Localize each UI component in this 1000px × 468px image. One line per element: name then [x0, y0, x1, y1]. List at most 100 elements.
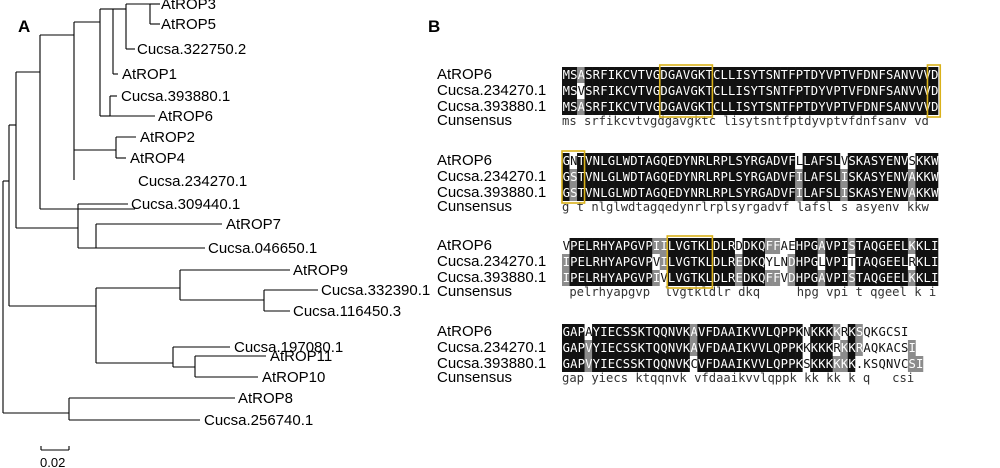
residue: T	[690, 271, 698, 285]
residue: G	[690, 68, 697, 82]
residue: V	[585, 357, 592, 371]
residue-cell	[877, 83, 886, 99]
residue-cell	[614, 340, 623, 356]
residue: D	[630, 154, 637, 168]
residue: I	[600, 341, 607, 355]
residue: A	[893, 68, 901, 82]
residue-cell	[734, 238, 743, 254]
residue-cell	[907, 254, 916, 270]
residue-cell	[667, 324, 676, 340]
residue-cell	[682, 254, 691, 270]
residue: K	[796, 325, 804, 339]
residue: C	[893, 341, 900, 355]
residue-cell	[607, 67, 615, 83]
residue: K	[848, 341, 856, 355]
residue-cell	[810, 99, 818, 115]
residue: Q	[758, 271, 765, 285]
residue: D	[811, 68, 818, 82]
residue: T	[856, 255, 864, 269]
residue: N	[893, 154, 900, 168]
residue: V	[841, 154, 848, 168]
residue-cell	[637, 83, 646, 99]
residue: V	[578, 84, 585, 98]
residue-cell	[562, 185, 570, 201]
residue-cell	[900, 185, 909, 201]
residue: S	[630, 325, 637, 339]
residue-cell	[787, 356, 796, 372]
residue-cell	[832, 169, 841, 185]
residue-cell	[885, 254, 894, 270]
residue: A	[570, 357, 578, 371]
residue-cell	[892, 83, 901, 99]
residue: A	[909, 186, 917, 200]
residue-cell	[915, 83, 924, 99]
residue-cell	[802, 324, 811, 340]
residue-cell	[892, 185, 901, 201]
residue-cell	[810, 270, 818, 286]
residue: C	[623, 100, 630, 114]
residue-cell	[607, 83, 615, 99]
residue: V	[781, 154, 788, 168]
residue: W	[931, 154, 939, 168]
residue: R	[698, 170, 706, 184]
sequence-alignment: AtROP6Cucsa.234270.1Cucsa.393880.1Cunsen…	[437, 64, 942, 386]
residue: K	[924, 170, 932, 184]
sequence-name: Cucsa.393880.1	[437, 355, 546, 372]
residue-cell	[780, 83, 788, 99]
residue-cell	[840, 83, 849, 99]
residue: R	[698, 186, 706, 200]
residue: A	[578, 68, 586, 82]
residue: Y	[818, 100, 826, 114]
residue: G	[630, 271, 637, 285]
residue-cell	[689, 340, 698, 356]
residue-cell	[682, 83, 691, 99]
residue-cell	[712, 185, 721, 201]
residue-cell	[577, 254, 585, 270]
residue-cell	[682, 99, 691, 115]
residue-cell	[704, 356, 713, 372]
residue-cell	[900, 324, 909, 340]
residue-cell	[614, 324, 623, 340]
residue-cell	[907, 99, 916, 115]
residue-cell	[847, 324, 856, 340]
residue-cell	[862, 238, 871, 254]
residue: T	[758, 100, 766, 114]
residue-cell	[825, 153, 834, 169]
residue: V	[683, 68, 690, 82]
residue-cell	[584, 238, 593, 254]
residue-cell	[855, 340, 864, 356]
residue: T	[856, 239, 864, 253]
residue-cell	[862, 270, 871, 286]
sequence-name: Cucsa.234270.1	[437, 339, 546, 356]
residue-cell	[704, 67, 713, 83]
residue: L	[705, 186, 712, 200]
residue-cell	[629, 153, 638, 169]
leaf-label: AtROP11	[270, 348, 332, 365]
residue: P	[645, 271, 652, 285]
residue-cell	[907, 356, 916, 372]
residue-cell	[750, 254, 758, 270]
residue: Q	[660, 170, 667, 184]
residue: G	[563, 154, 570, 168]
residue: V	[638, 271, 645, 285]
residue: F	[766, 271, 773, 285]
residue-cell	[930, 254, 939, 270]
residue: G	[563, 357, 570, 371]
residue-cell	[719, 270, 728, 286]
residue: L	[668, 271, 675, 285]
residue: C	[615, 341, 622, 355]
residue-cell	[629, 270, 638, 286]
residue: K	[841, 341, 849, 355]
residue-cell	[637, 185, 646, 201]
residue: N	[901, 68, 908, 82]
residue-cell	[780, 169, 788, 185]
residue: S	[901, 341, 908, 355]
residue-cell	[795, 169, 803, 185]
residue-cell	[584, 340, 593, 356]
residue-cell	[780, 238, 788, 254]
residue-cell	[674, 238, 683, 254]
residue-cell	[757, 340, 766, 356]
residue-cell	[787, 185, 796, 201]
residue: L	[721, 271, 728, 285]
residue: D	[630, 186, 637, 200]
